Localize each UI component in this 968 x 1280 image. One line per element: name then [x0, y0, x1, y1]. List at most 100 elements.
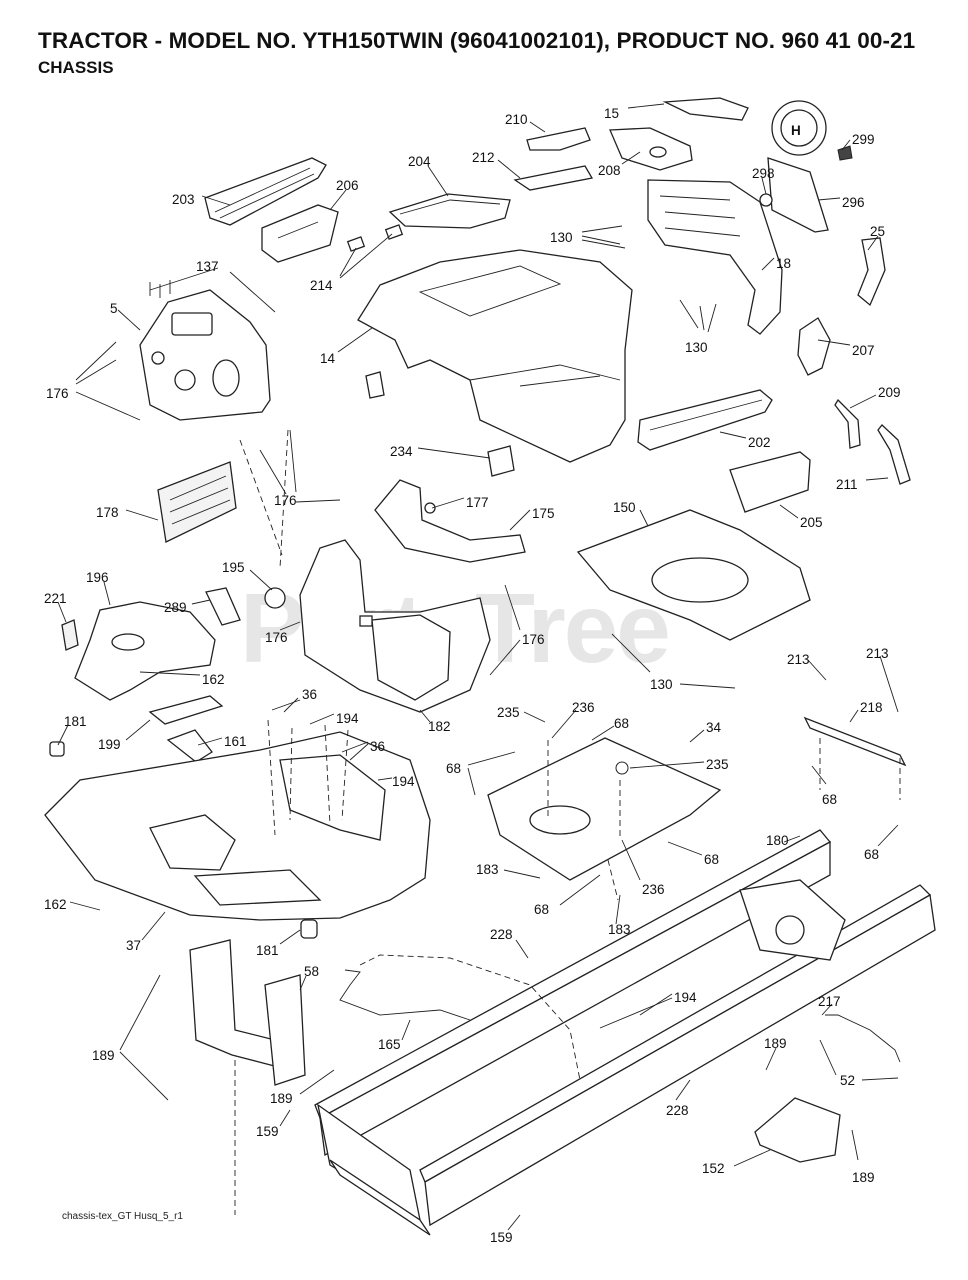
husqvarna-logo-299: H [771, 100, 853, 161]
leader-line [515, 939, 529, 959]
leader-line [289, 429, 297, 493]
leader-line [509, 509, 531, 531]
callout-36: 36 [302, 687, 317, 702]
part-212-strip [513, 165, 594, 191]
leader-line [489, 639, 521, 676]
callout-210: 210 [505, 112, 528, 127]
svg-text:H: H [791, 123, 801, 138]
callout-159: 159 [256, 1124, 279, 1139]
leader-line [295, 499, 341, 503]
leader-line [675, 1079, 691, 1101]
leader-line [197, 737, 223, 746]
callout-68: 68 [614, 716, 629, 731]
callout-235: 235 [706, 757, 729, 772]
callout-199: 199 [98, 737, 121, 752]
leader-line [69, 901, 101, 911]
leader-line [599, 997, 673, 1029]
callout-177: 177 [466, 495, 489, 510]
callout-205: 205 [800, 515, 823, 530]
leader-line [75, 341, 117, 381]
leader-line [821, 1003, 833, 1016]
leader-line [841, 139, 851, 151]
part-181-knob-top [49, 741, 65, 757]
leader-line [817, 339, 851, 346]
part-152-guard [754, 1097, 841, 1163]
callout-181: 181 [256, 943, 279, 958]
leader-line [627, 103, 665, 109]
part-165-rod [339, 969, 471, 1021]
part-209-strip [834, 398, 861, 449]
callout-196: 196 [86, 570, 109, 585]
callout-176: 176 [46, 386, 69, 401]
leader-line [611, 633, 651, 673]
callout-189: 189 [270, 1091, 293, 1106]
callout-213: 213 [866, 646, 889, 661]
part-5-dash-panel [139, 289, 271, 421]
leader-line [615, 894, 621, 925]
part-296-panel [767, 157, 829, 233]
part-58-bracket [189, 939, 306, 1086]
callout-183: 183 [476, 862, 499, 877]
leader-line [621, 839, 641, 881]
leader-line [523, 711, 546, 723]
part-34-seat-plate [487, 737, 722, 881]
callout-176: 176 [265, 630, 288, 645]
callout-14: 14 [320, 351, 336, 366]
part-217-rod [825, 1014, 901, 1063]
callout-130: 130 [650, 677, 673, 692]
part-178-vent-grille [157, 461, 237, 543]
callout-203: 203 [172, 192, 195, 207]
callout-213: 213 [787, 652, 810, 667]
callout-209: 209 [878, 385, 901, 400]
drawing-reference: chassis-tex_GT Husq_5_r1 [62, 1211, 183, 1222]
leader-line [249, 569, 273, 591]
callout-298: 298 [752, 166, 775, 181]
part-203-grille [204, 157, 327, 226]
callout-180: 180 [766, 833, 789, 848]
leader-line [119, 974, 161, 1051]
callout-217: 217 [818, 994, 841, 1009]
leader-line [75, 391, 141, 421]
leader-line [229, 271, 276, 313]
callout-18: 18 [776, 256, 791, 271]
callout-159: 159 [490, 1230, 513, 1245]
callout-5: 5 [110, 301, 118, 316]
callout-194: 194 [336, 711, 359, 726]
callout-162: 162 [202, 672, 225, 687]
part-221-decal [61, 619, 79, 651]
callout-162: 162 [44, 897, 67, 912]
callout-178: 178 [96, 505, 119, 520]
leader-line [401, 1019, 411, 1041]
callout-58: 58 [304, 964, 319, 979]
leader-line [817, 197, 841, 201]
leader-line [75, 359, 117, 385]
leader-line [849, 709, 859, 723]
leader-line [819, 1039, 837, 1076]
callout-15: 15 [604, 106, 619, 121]
callout-25: 25 [870, 224, 885, 239]
callout-228: 228 [490, 927, 513, 942]
callout-68: 68 [704, 852, 719, 867]
page-title: TRACTOR - MODEL NO. YTH150TWIN (96041002… [38, 28, 916, 53]
leader-line [507, 1214, 521, 1231]
leader-line [419, 709, 431, 723]
leader-line [849, 394, 877, 409]
leader-line [117, 309, 141, 331]
leader-line [807, 659, 827, 681]
callout-235: 235 [497, 705, 520, 720]
leader-line [707, 303, 717, 333]
leader-line [279, 621, 301, 631]
leader-line [699, 305, 705, 331]
leader-line [259, 449, 287, 495]
callout-68: 68 [446, 761, 461, 776]
leader-line [125, 719, 151, 741]
leader-line [629, 761, 705, 769]
callout-68: 68 [864, 847, 879, 862]
leader-line [57, 724, 69, 746]
part-182-dash-housing [299, 539, 491, 713]
part-234-decal [365, 371, 515, 477]
leader-line [191, 599, 211, 605]
part-218-bracket [803, 716, 907, 767]
part-180-frame [314, 829, 936, 1236]
